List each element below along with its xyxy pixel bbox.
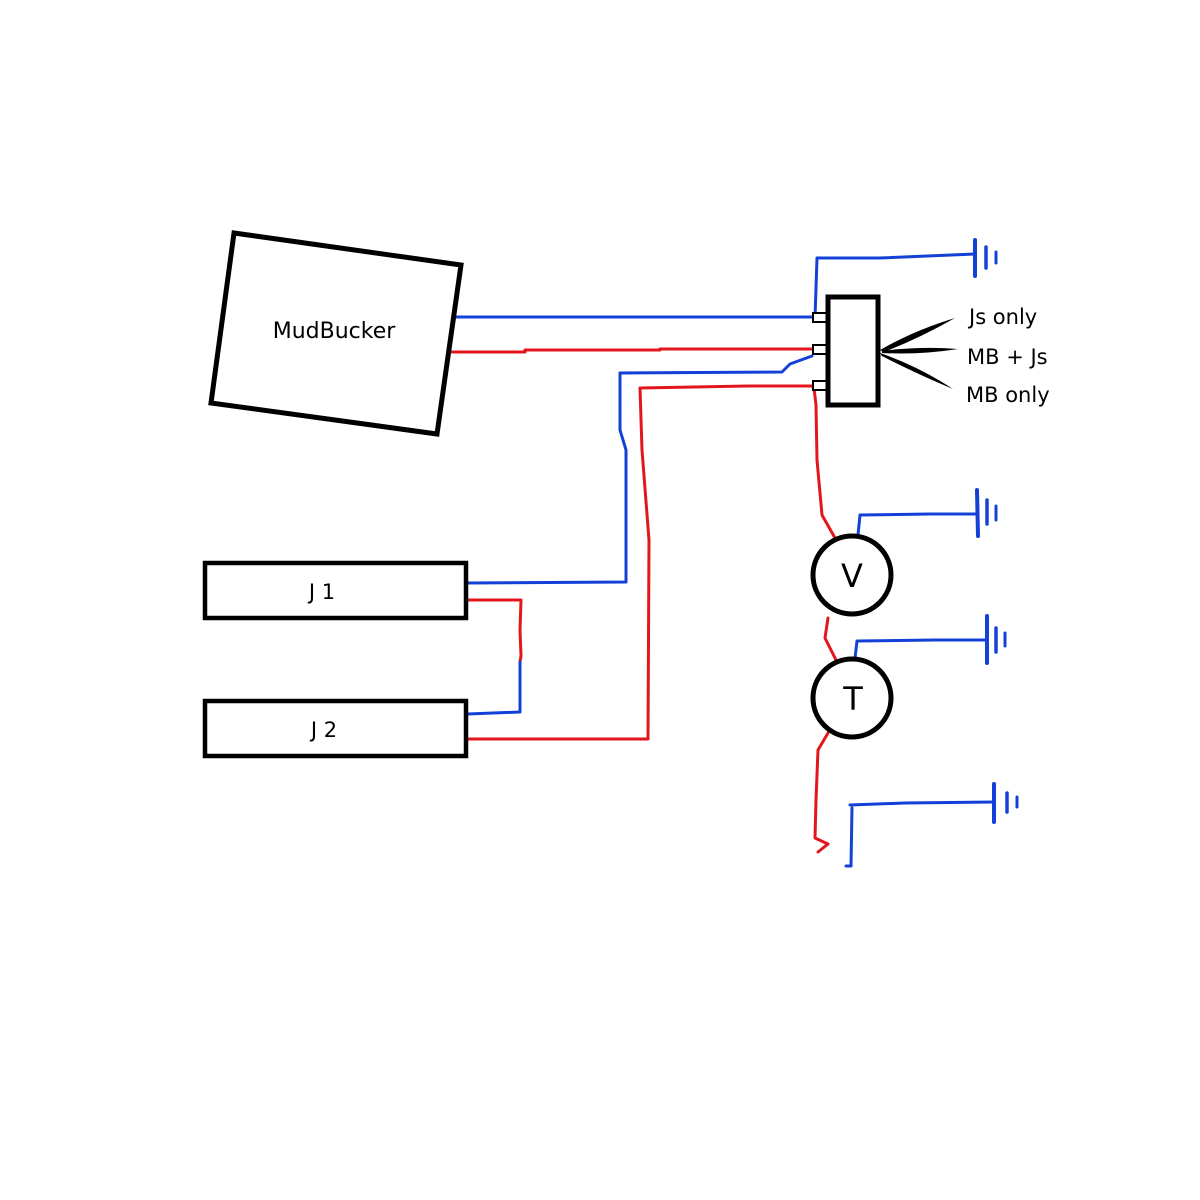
ground-symbol-tone-icon <box>985 614 1007 665</box>
volume-knob-label: V <box>841 557 863 595</box>
j2-pickup: J 2 <box>202 698 469 759</box>
switch-position-pointers-icon <box>880 318 958 389</box>
output-ground-wire <box>844 800 996 868</box>
switch-output-wire <box>812 386 837 540</box>
mudbucker-pickup: MudBucker <box>208 230 464 437</box>
selector-switch <box>812 294 881 408</box>
switch-lug-middle <box>812 344 828 355</box>
ground-symbol-switch-icon <box>973 238 998 278</box>
j2-label: J 2 <box>309 718 337 742</box>
switch-position-js-only: Js only <box>967 305 1037 329</box>
j2-ground-link-wire <box>466 660 522 716</box>
switch-position-mb-js: MB + Js <box>967 345 1048 369</box>
tone-knob-label: T <box>842 680 863 718</box>
switch-position-mb-only: MB only <box>966 383 1050 407</box>
j1-label: J 1 <box>307 580 335 604</box>
tone-output-wire <box>813 731 830 854</box>
j2-hot-wire <box>466 384 814 741</box>
tone-ground-wire <box>853 638 989 660</box>
volume-tone-wire <box>823 616 838 662</box>
mudbucker-label: MudBucker <box>273 319 397 344</box>
j1-ground-wire <box>466 354 814 585</box>
switch-lug-bottom <box>812 380 828 391</box>
volume-ground-wire <box>856 512 980 537</box>
ground-symbol-output-icon <box>992 782 1019 824</box>
tone-knob: T <box>810 656 894 740</box>
j1-hot-link-wire <box>466 598 523 664</box>
volume-knob: V <box>810 533 894 617</box>
mudbucker-hot-wire <box>450 347 814 354</box>
ground-symbol-volume-icon <box>975 488 998 538</box>
j1-pickup: J 1 <box>202 560 469 621</box>
switch-lug-top <box>812 312 828 323</box>
switch-ground-wire <box>813 252 977 320</box>
